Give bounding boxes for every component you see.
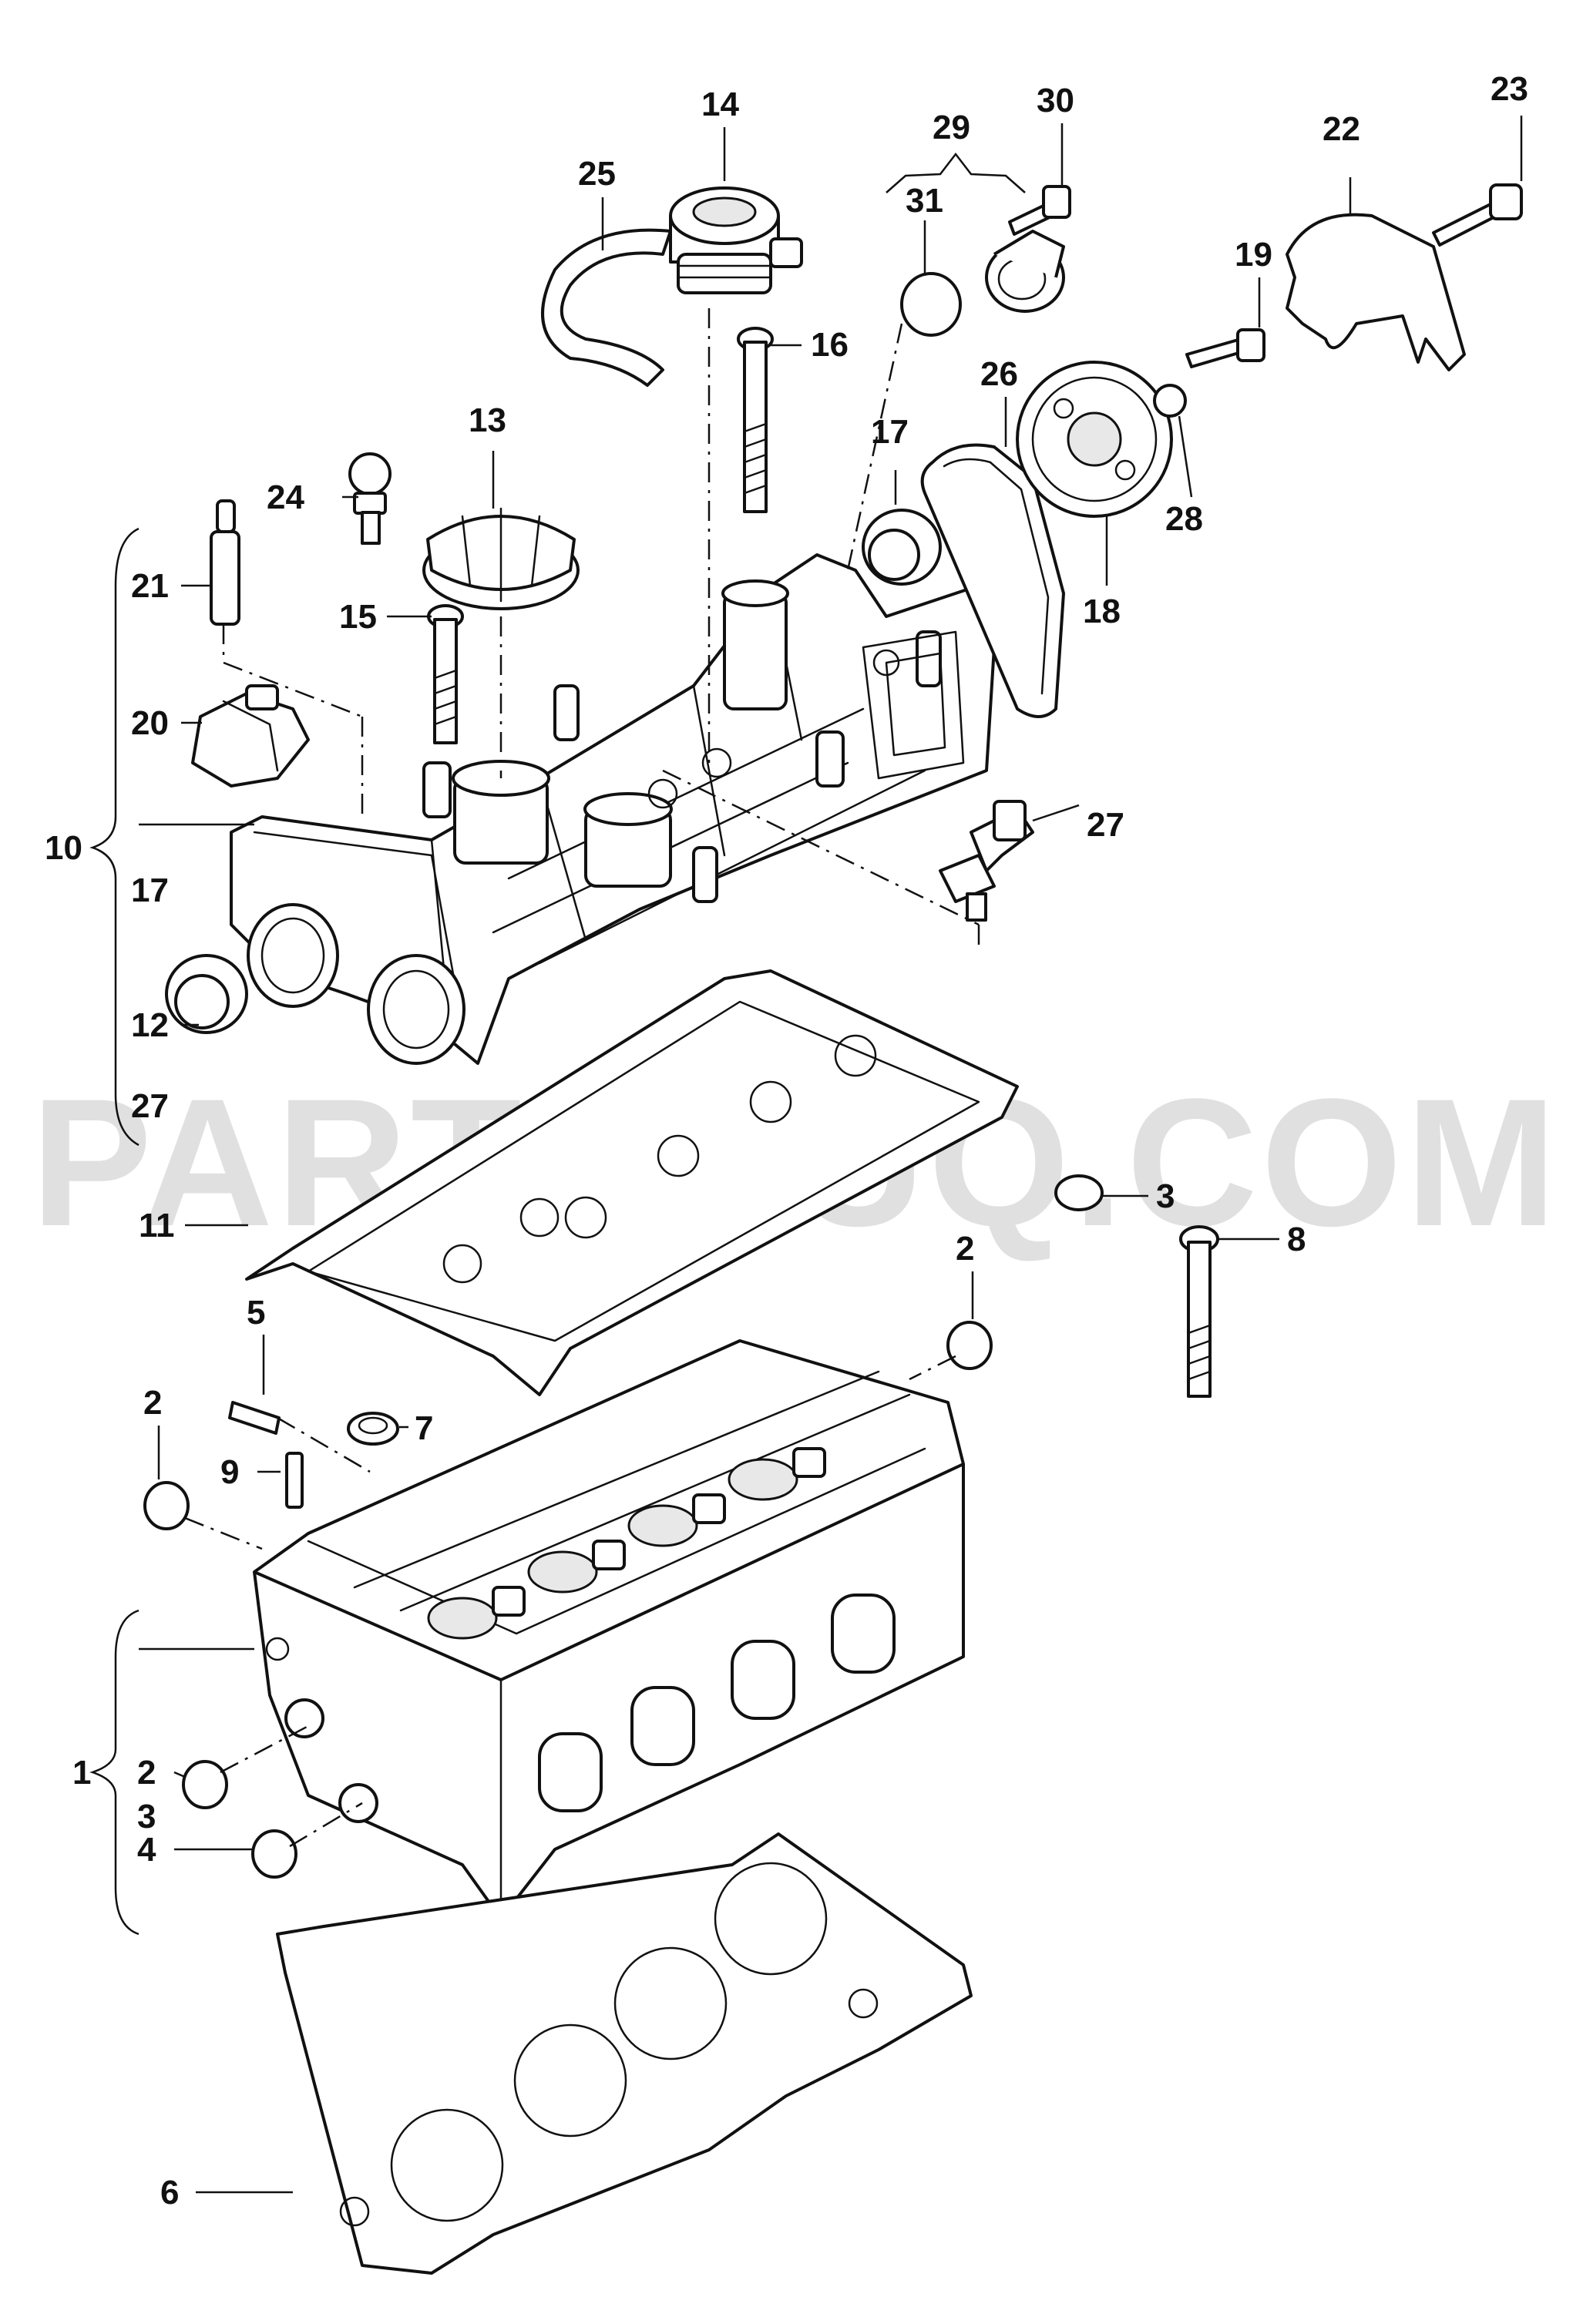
bolt-8[interactable]: [1179, 1225, 1219, 1398]
label-13: 13: [469, 401, 506, 439]
oil-filler-cap[interactable]: [422, 507, 580, 610]
label-20: 20: [131, 704, 169, 742]
guide-lines: [184, 308, 980, 1848]
seal-housing-29[interactable]: [985, 230, 1065, 313]
label-8: 8: [1287, 1221, 1306, 1258]
actuator-20[interactable]: [191, 684, 310, 788]
bolt-23[interactable]: [1432, 183, 1523, 247]
pin-5[interactable]: [228, 1401, 281, 1435]
label-3-lower: 3: [137, 1798, 156, 1835]
label-24: 24: [267, 479, 304, 516]
label-27-left: 27: [131, 1087, 169, 1125]
label-21: 21: [131, 567, 169, 605]
label-17-left: 17: [131, 872, 169, 909]
label-30: 30: [1037, 82, 1074, 119]
label-2-left: 2: [143, 1384, 162, 1422]
brace-29: [886, 152, 1026, 193]
label-25: 25: [578, 155, 616, 193]
label-6: 6: [160, 2174, 179, 2211]
label-28: 28: [1165, 500, 1203, 538]
label-26: 26: [980, 355, 1018, 393]
label-27-right: 27: [1087, 806, 1124, 844]
stud-9[interactable]: [285, 1452, 304, 1509]
cam-housing-gasket[interactable]: [245, 969, 1019, 1396]
washer-28[interactable]: [1153, 384, 1187, 418]
label-23: 23: [1491, 70, 1528, 108]
label-2-right: 2: [956, 1230, 974, 1268]
hall-sensor-27[interactable]: [939, 800, 1034, 922]
head-gasket[interactable]: [276, 1832, 973, 2275]
label-2-lower: 2: [137, 1754, 156, 1792]
label-1: 1: [72, 1754, 91, 1792]
label-31: 31: [906, 182, 943, 220]
camshaft-sprocket[interactable]: [1016, 361, 1173, 518]
o-ring-31[interactable]: [900, 272, 962, 337]
brace-1: [89, 1609, 139, 1936]
label-11: 11: [139, 1207, 175, 1244]
label-9: 9: [220, 1453, 239, 1491]
label-16: 16: [811, 326, 849, 364]
label-29: 29: [933, 109, 970, 146]
plug-2-left[interactable]: [143, 1481, 190, 1530]
brace-10: [89, 527, 139, 1147]
sensor-21[interactable]: [210, 499, 240, 626]
label-18: 18: [1083, 593, 1121, 630]
callout-labels: 14 25 16 17 31 29 30 26 18 22 23 19 28 1…: [45, 70, 1528, 2211]
timing-cover[interactable]: [1286, 213, 1466, 371]
plug-2-right[interactable]: [946, 1321, 993, 1370]
stud-24[interactable]: [348, 452, 392, 545]
bolt-15[interactable]: [427, 604, 464, 744]
label-7: 7: [415, 1409, 433, 1447]
cylinder-head[interactable]: [253, 1339, 965, 1920]
oil-separator[interactable]: [669, 186, 803, 294]
breather-hose[interactable]: [541, 228, 672, 387]
seal-ring-17[interactable]: [862, 509, 942, 586]
label-3-top: 3: [1156, 1177, 1175, 1215]
label-4: 4: [137, 1831, 156, 1869]
leader-lines: [139, 116, 1523, 2194]
plug-2-lower[interactable]: [182, 1760, 228, 1809]
bolt-16[interactable]: [737, 327, 774, 513]
camshaft-housing[interactable]: [230, 553, 996, 1065]
seal-ring-12[interactable]: [165, 954, 248, 1034]
label-10: 10: [45, 829, 82, 867]
label-5: 5: [247, 1294, 265, 1332]
label-15: 15: [339, 598, 377, 636]
toothed-belt[interactable]: [920, 443, 1065, 718]
label-22: 22: [1323, 110, 1360, 148]
plug-4[interactable]: [251, 1829, 297, 1879]
label-17-top: 17: [871, 413, 909, 451]
label-12: 12: [131, 1006, 169, 1044]
bearing-7[interactable]: [347, 1412, 399, 1446]
bolt-30[interactable]: [1008, 185, 1071, 236]
plug-3-top[interactable]: [1054, 1174, 1104, 1211]
bolt-19[interactable]: [1185, 328, 1265, 368]
label-14: 14: [701, 86, 739, 123]
label-19: 19: [1235, 236, 1272, 274]
